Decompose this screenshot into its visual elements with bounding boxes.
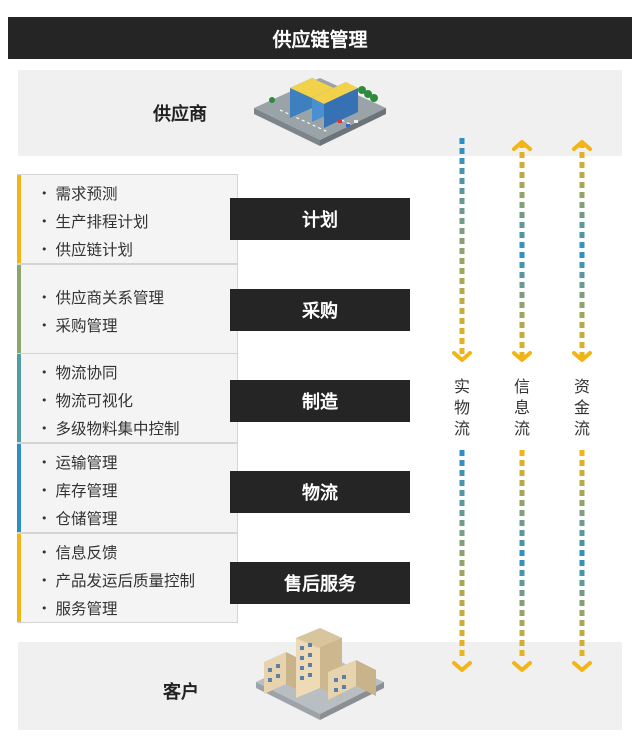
page-title: 供应链管理 xyxy=(8,17,632,59)
stage-label-after-sales: 售后服务 xyxy=(230,562,410,604)
list-item: 供应链计划 xyxy=(41,237,149,265)
customer-label: 客户 xyxy=(163,682,199,703)
arrow-up-icon xyxy=(512,140,532,151)
flow-label-funds: 资金流 xyxy=(573,377,590,438)
list-item: 仓储管理 xyxy=(41,506,118,534)
row-accent-bar xyxy=(17,444,21,532)
arrow-down-icon xyxy=(452,351,472,362)
arrow-down-icon xyxy=(572,661,592,672)
flow-label-physical: 实物流 xyxy=(453,377,470,438)
list-item: 信息反馈 xyxy=(41,540,195,568)
stage-row-logistics: 运输管理 库存管理 仓储管理 xyxy=(17,443,238,533)
flow-line-upper xyxy=(459,138,465,354)
flow-line-lower xyxy=(459,450,465,656)
stage-label-manufacturing: 制造 xyxy=(230,380,410,422)
arrow-down-icon xyxy=(452,661,472,672)
list-item: 物流可视化 xyxy=(41,388,180,416)
list-item: 产品发运后质量控制 xyxy=(41,568,196,596)
list-item: 需求预测 xyxy=(41,181,149,209)
supplier-label: 供应商 xyxy=(153,104,207,125)
row-accent-bar xyxy=(17,354,21,442)
supplier-building-icon xyxy=(254,78,386,146)
flow-line-upper xyxy=(579,142,585,358)
arrow-down-icon xyxy=(512,661,532,672)
list-item: 库存管理 xyxy=(41,478,118,506)
flow-arrows xyxy=(452,138,592,672)
list-item: 采购管理 xyxy=(41,313,164,341)
flow-line-upper xyxy=(519,142,525,358)
arrow-down-icon xyxy=(512,351,532,362)
arrow-down-icon xyxy=(572,351,592,362)
stage-label-logistics: 物流 xyxy=(230,471,410,513)
list-item: 供应商关系管理 xyxy=(41,285,165,313)
flow-label-information: 信息流 xyxy=(513,377,530,438)
flows-area: 实物流 信息流 资金流 xyxy=(430,130,610,690)
customer-band: 客户 xyxy=(18,628,622,730)
row-accent-bar xyxy=(17,265,21,353)
flow-line-lower xyxy=(519,450,525,656)
row-accent-bar xyxy=(17,534,21,622)
list-item: 服务管理 xyxy=(41,596,195,624)
stage-row-procurement: 供应商关系管理 采购管理 xyxy=(17,264,238,354)
stage-row-manufacturing: 物流协同 物流可视化 多级物料集中控制 xyxy=(17,353,238,443)
stage-label-procurement: 采购 xyxy=(230,289,410,331)
stage-label-plan: 计划 xyxy=(230,198,410,240)
supplier-band: 供应商 xyxy=(18,70,622,156)
stage-row-after-sales: 信息反馈 产品发运后质量控制 服务管理 xyxy=(17,533,238,623)
list-item: 物流协同 xyxy=(41,360,180,388)
row-accent-bar xyxy=(17,175,21,263)
list-item: 生产排程计划 xyxy=(41,209,149,237)
list-item: 多级物料集中控制 xyxy=(41,416,180,444)
stage-row-plan: 需求预测 生产排程计划 供应链计划 xyxy=(17,174,238,264)
arrow-up-icon xyxy=(572,140,592,151)
customer-building-icon xyxy=(256,628,384,720)
list-item: 运输管理 xyxy=(41,450,118,478)
flow-line-lower xyxy=(579,450,585,656)
